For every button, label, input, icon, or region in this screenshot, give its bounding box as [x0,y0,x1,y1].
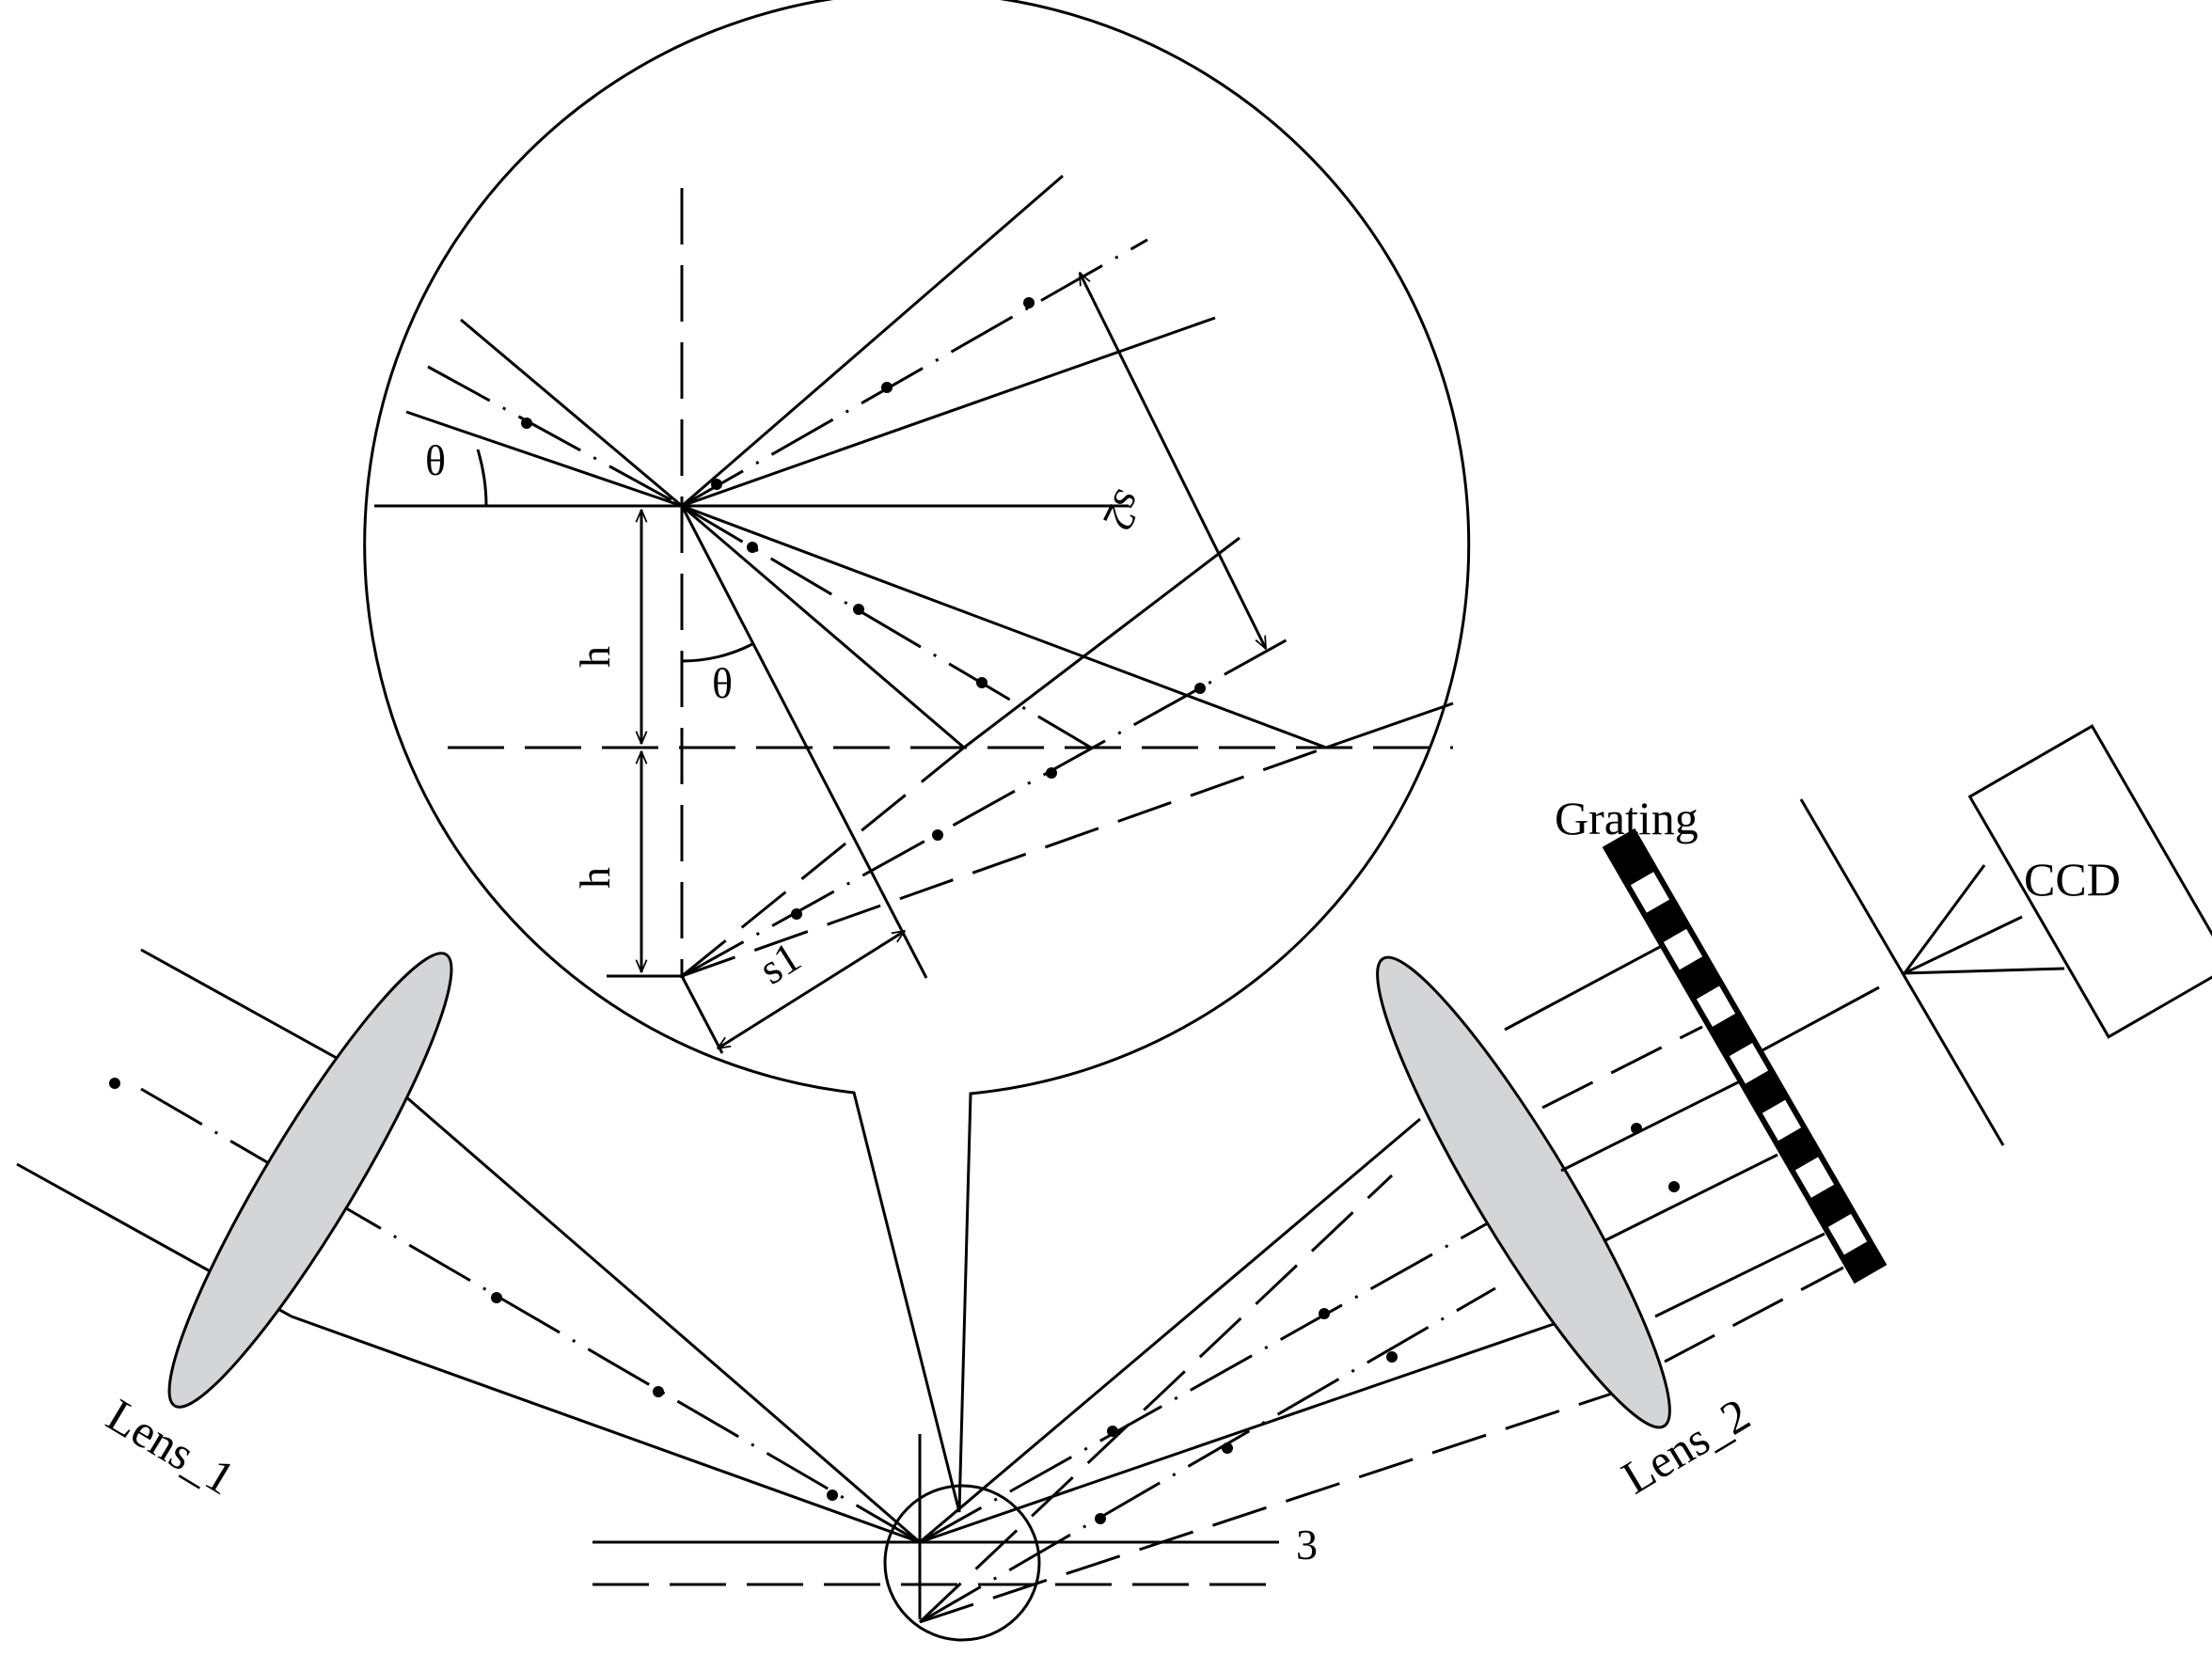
ray-marker-dot [881,382,893,393]
secondary-ray-2 [681,633,1297,978]
refracted-ray-1 [681,504,965,749]
theta-arc-lower [681,642,753,663]
grating-label: Grating [1555,792,1698,844]
outgoing-beam-virtual-1 [918,1174,1394,1624]
beam-marker-dot [827,1490,838,1501]
ccd-label: CCD [2024,853,2121,906]
collimated-beam-2 [1541,1025,1703,1110]
beam-marker-dot [1631,1123,1642,1134]
s1-dimension-arrow [718,929,905,1050]
ray-marker-dot [791,908,802,920]
beam-marker-dot [653,1386,664,1397]
lens-1 [167,952,453,1409]
lens-2 [1376,955,1671,1429]
ray-marker-dot [1023,297,1035,308]
s1-label: s1 [750,933,809,994]
grating [1602,828,1888,1285]
refracted-ray-3 [681,504,1327,749]
collimated-beam-6 [1664,1266,1844,1363]
collimated-beam-1 [1504,938,1673,1032]
secondary-ray-1 [963,536,1240,749]
ray-marker-dot [976,677,988,688]
beam-marker-dot [1095,1513,1106,1524]
s2-label: s2 [1094,483,1154,539]
inset-bubble-outline [363,0,1471,1513]
secondary-ray-1-virtual [681,746,965,978]
incoming-beam-lower-converge [291,1315,921,1544]
ccd-detector [1967,724,2212,1039]
beam-normal-line [680,505,928,979]
s2-dimension-arrow [1078,273,1268,649]
beam-marker-dot [1668,1181,1680,1192]
outgoing-beam-virtual-2 [919,1286,1496,1624]
beam-marker-dot [1319,1308,1330,1319]
outgoing-beam-upper [919,1117,1421,1544]
reflected-ray-lower [681,316,1216,508]
beam-marker-dot [1222,1442,1233,1454]
reflected-ray-center [681,238,1148,508]
ray-marker-dot [853,604,864,615]
ray-marker-dot [711,479,722,490]
magnified-inset: θ θ h h s1 s2 [363,0,1471,1513]
outgoing-beam-virtual-3 [919,1390,1619,1624]
beam-marker-dot [491,1292,502,1303]
h-upper-label: h [571,646,619,668]
ccd-focus-ray-1 [1903,864,1986,974]
ccd-focus-ray-2 [1904,915,2023,975]
refracted-ray-2 [681,504,1092,749]
lens-1-label: Lens_1 [98,1388,244,1505]
secondary-ray-3 [1325,701,1454,749]
grating-output-beam [1760,985,1880,1053]
ray-marker-dot [1194,683,1206,694]
incident-ray-upper [460,318,683,508]
incoming-beam-upper-converge [403,1094,921,1544]
ccd-focus-ray-3 [1904,967,2065,975]
theta-lower-label: θ [712,659,733,707]
ray-marker-dot [747,542,758,553]
outgoing-beam-center [919,1206,1515,1544]
beam-marker-dot [109,1078,120,1089]
incident-ray-lower [405,410,683,508]
main-setup: 3 Lens_1 Lens_2 [16,724,2212,1642]
reflected-ray-upper [681,174,1064,508]
collimated-beam-5 [1654,1232,1825,1318]
ray-marker-dot [932,829,943,841]
collimated-beam-4 [1603,1153,1778,1243]
h-lower-label: h [571,867,619,889]
ray-marker-dot [521,418,532,429]
detector-plane-line [1799,798,2005,1146]
incident-ray-center [427,365,683,508]
reference-3-label: 3 [1296,1521,1318,1568]
s1-extension [680,975,724,1054]
magnification-circle [883,1484,1041,1642]
theta-arc-upper [476,449,488,507]
collimated-beam-3 [1560,1080,1741,1173]
theta-upper-label: θ [425,436,446,484]
beam-marker-dot [1107,1426,1118,1437]
ray-marker-dot [1046,767,1057,779]
outgoing-beam-lower [919,1310,1590,1544]
beam-marker-dot [1386,1351,1398,1363]
